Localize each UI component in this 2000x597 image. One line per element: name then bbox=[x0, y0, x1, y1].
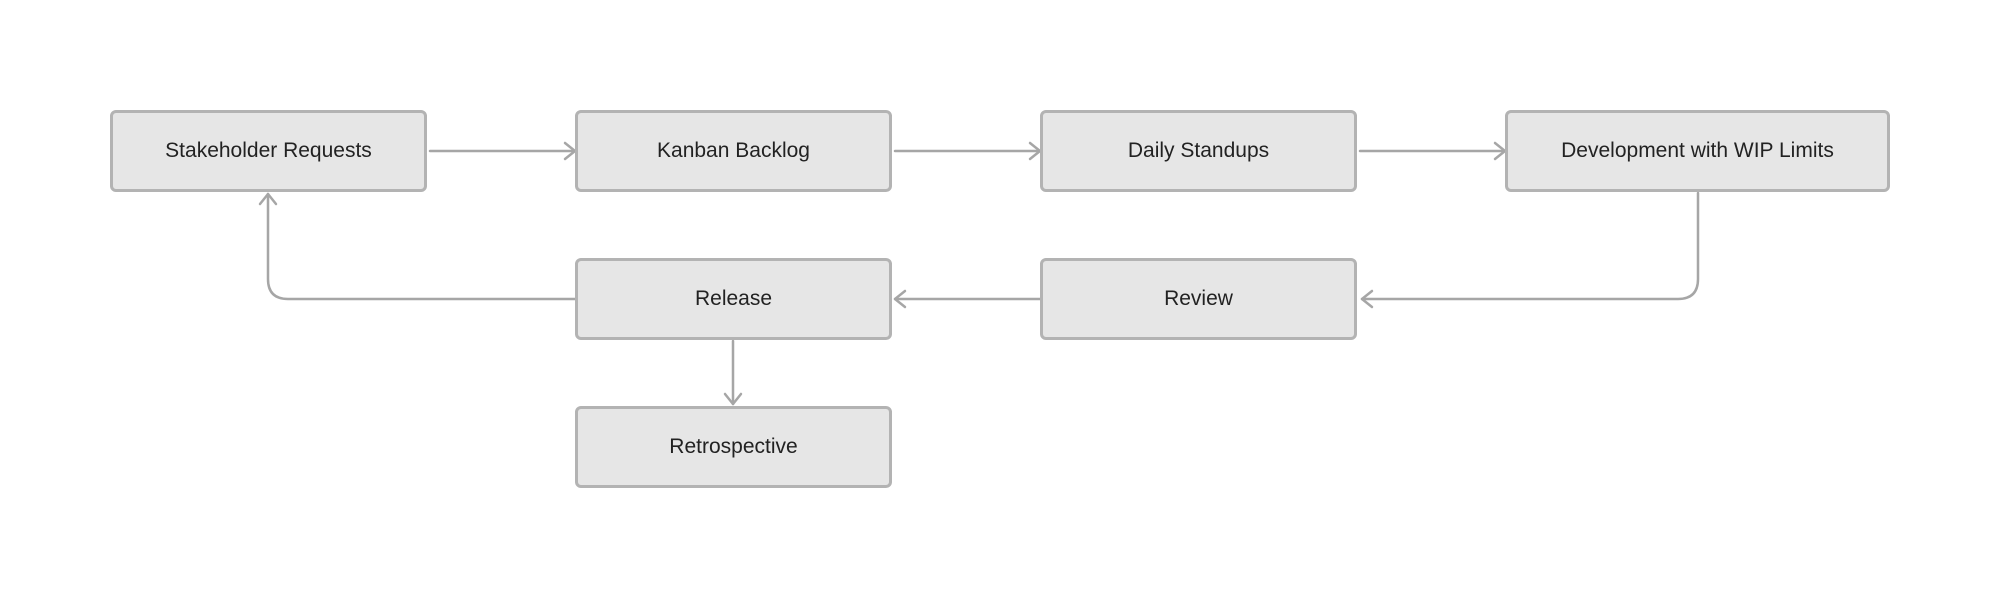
arrowhead-icon bbox=[258, 192, 278, 206]
node-development-wip-limits[interactable]: Development with WIP Limits bbox=[1505, 110, 1890, 192]
node-label: Kanban Backlog bbox=[657, 139, 810, 162]
arrowhead-icon bbox=[723, 392, 743, 406]
node-kanban-backlog[interactable]: Kanban Backlog bbox=[575, 110, 892, 192]
node-label: Stakeholder Requests bbox=[165, 139, 372, 162]
node-label: Development with WIP Limits bbox=[1561, 139, 1834, 162]
arrowhead-icon bbox=[1360, 289, 1374, 309]
arrowhead-icon bbox=[893, 289, 907, 309]
node-stakeholder-requests[interactable]: Stakeholder Requests bbox=[110, 110, 427, 192]
node-label: Daily Standups bbox=[1127, 139, 1270, 162]
node-release[interactable]: Release bbox=[575, 258, 892, 340]
node-retrospective[interactable]: Retrospective bbox=[575, 406, 892, 488]
edge-release-to-stakeholder bbox=[266, 192, 577, 301]
node-review[interactable]: Review bbox=[1040, 258, 1357, 340]
node-label: Retrospective bbox=[669, 435, 798, 458]
node-daily-standups[interactable]: Daily Standups bbox=[1040, 110, 1357, 192]
edge-development-to-review bbox=[1360, 191, 1700, 301]
node-label: Review bbox=[1164, 287, 1233, 310]
node-label: Release bbox=[694, 287, 773, 310]
